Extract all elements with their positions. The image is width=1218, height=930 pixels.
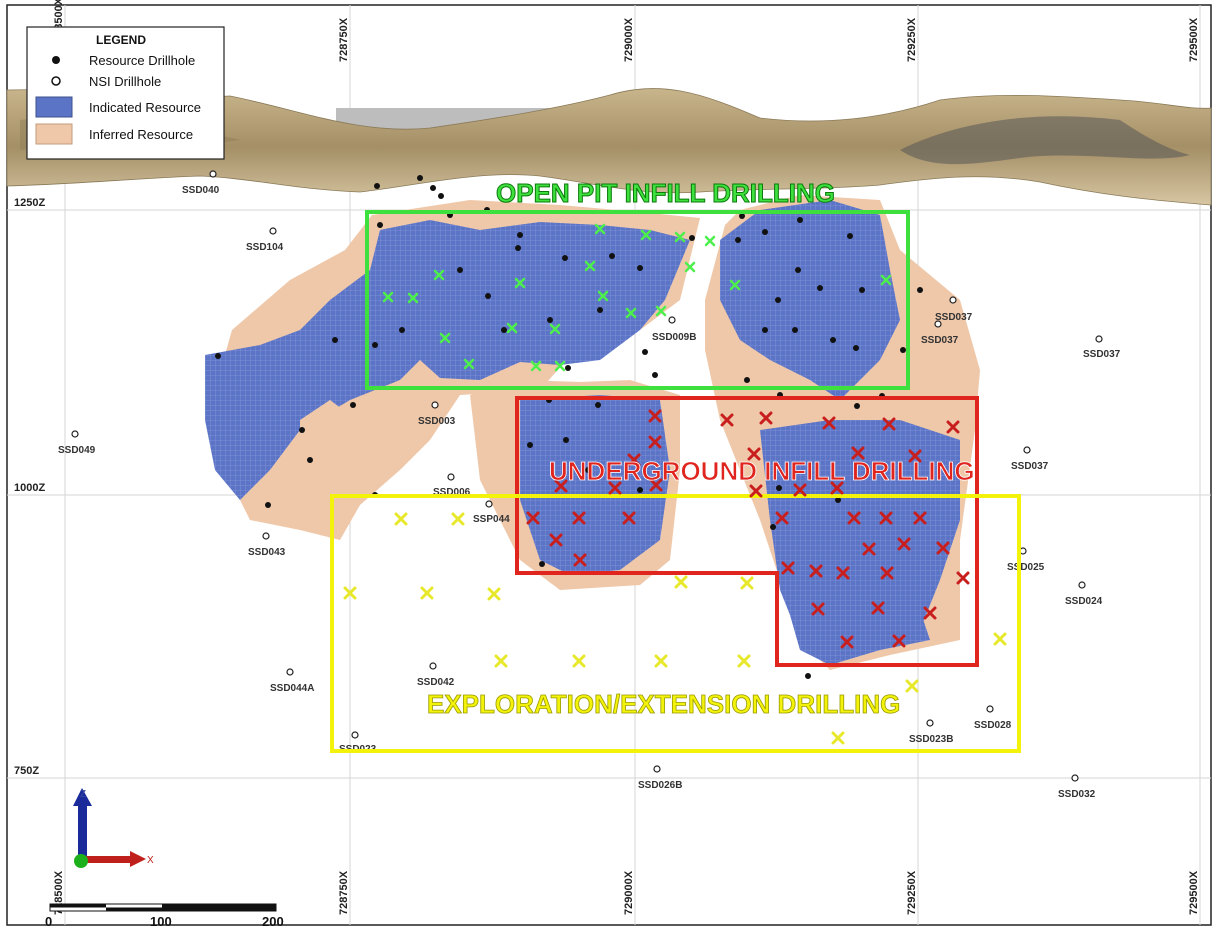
x-axis-label: X: [147, 855, 154, 866]
drillhole-label: SSD037: [1083, 349, 1121, 360]
elevation-label: 1250Z: [14, 197, 45, 209]
indicated-resource: [205, 200, 960, 665]
elevation-label: 1000Z: [14, 482, 45, 494]
drillhole-label: SSD006: [433, 487, 471, 498]
scale-label: 200: [262, 914, 284, 929]
underground-zone-label: UNDERGROUND INFILL DRILLING: [549, 456, 975, 486]
legend-item-label: Indicated Resource: [89, 100, 201, 115]
inferred-swatch: [35, 123, 73, 145]
drillhole-label: SSD040: [182, 185, 220, 196]
open-pit-targets: [382, 223, 892, 372]
easting-label: 729500X: [1188, 17, 1200, 62]
easting-label: 728750X: [338, 870, 350, 915]
drillhole-label: SSD044A: [270, 683, 314, 694]
open-pit-zone-box: [365, 210, 910, 390]
drillhole-label: SSD037: [935, 312, 973, 323]
exploration-zone-box: [330, 494, 1021, 753]
drillhole-label: SSP044: [473, 514, 510, 525]
easting-label: 728750X: [338, 17, 350, 62]
drillhole-label: SSD024: [1065, 596, 1103, 607]
nsi-drillhole-symbol: [51, 76, 61, 86]
legend: LEGEND Resource Drillhole NSI Drillhole …: [26, 26, 225, 160]
axis-triad: Z X: [73, 788, 154, 868]
scale-label: 100: [150, 914, 172, 929]
drillhole-label: SSD049: [58, 445, 96, 456]
drillhole-label: SSD025: [1007, 562, 1045, 573]
drillhole-label: SSD037: [1011, 461, 1049, 472]
z-axis-label: Z: [80, 789, 86, 800]
drillhole-label: SSD037: [921, 335, 959, 346]
easting-label: 729500X: [1188, 870, 1200, 915]
scale-label: 0: [45, 914, 52, 929]
drillhole-label: SSD023B: [909, 734, 953, 745]
exploration-targets: [343, 512, 1007, 745]
open-pit-zone-label: OPEN PIT INFILL DRILLING: [496, 178, 835, 208]
resource-drillhole-symbol: [52, 56, 60, 64]
nsi-drillholes: [71, 170, 1103, 782]
drillhole-label: SSD003: [418, 416, 456, 427]
indicated-swatch: [35, 96, 73, 118]
easting-label: 729000X: [623, 870, 635, 915]
legend-item-label: Resource Drillhole: [89, 53, 195, 68]
drillhole-label: SSD009B: [652, 332, 696, 343]
scale-bar: 0 100 200: [45, 903, 284, 929]
underground-targets: [526, 409, 970, 649]
drillhole-label: SSD043: [248, 547, 286, 558]
underground-zone-box: [515, 396, 979, 667]
easting-label: 729250X: [906, 870, 918, 915]
easting-label: 729250X: [906, 17, 918, 62]
resource-drillholes: [215, 175, 923, 679]
exploration-zone-label: EXPLORATION/EXTENSION DRILLING: [427, 689, 900, 719]
easting-label: 729000X: [623, 17, 635, 62]
drillhole-label: SSD042: [417, 677, 455, 688]
legend-item-label: Inferred Resource: [89, 127, 193, 142]
legend-title: LEGEND: [96, 33, 146, 47]
legend-item-label: NSI Drillhole: [89, 74, 161, 89]
drillhole-label: SSD104: [246, 242, 284, 253]
elevation-label: 750Z: [14, 765, 39, 777]
drillhole-label: SSD028: [974, 720, 1012, 731]
drillhole-label: SSD026B: [638, 780, 682, 791]
drillhole-label: SSD032: [1058, 789, 1096, 800]
topographic-surface: [6, 88, 1212, 206]
